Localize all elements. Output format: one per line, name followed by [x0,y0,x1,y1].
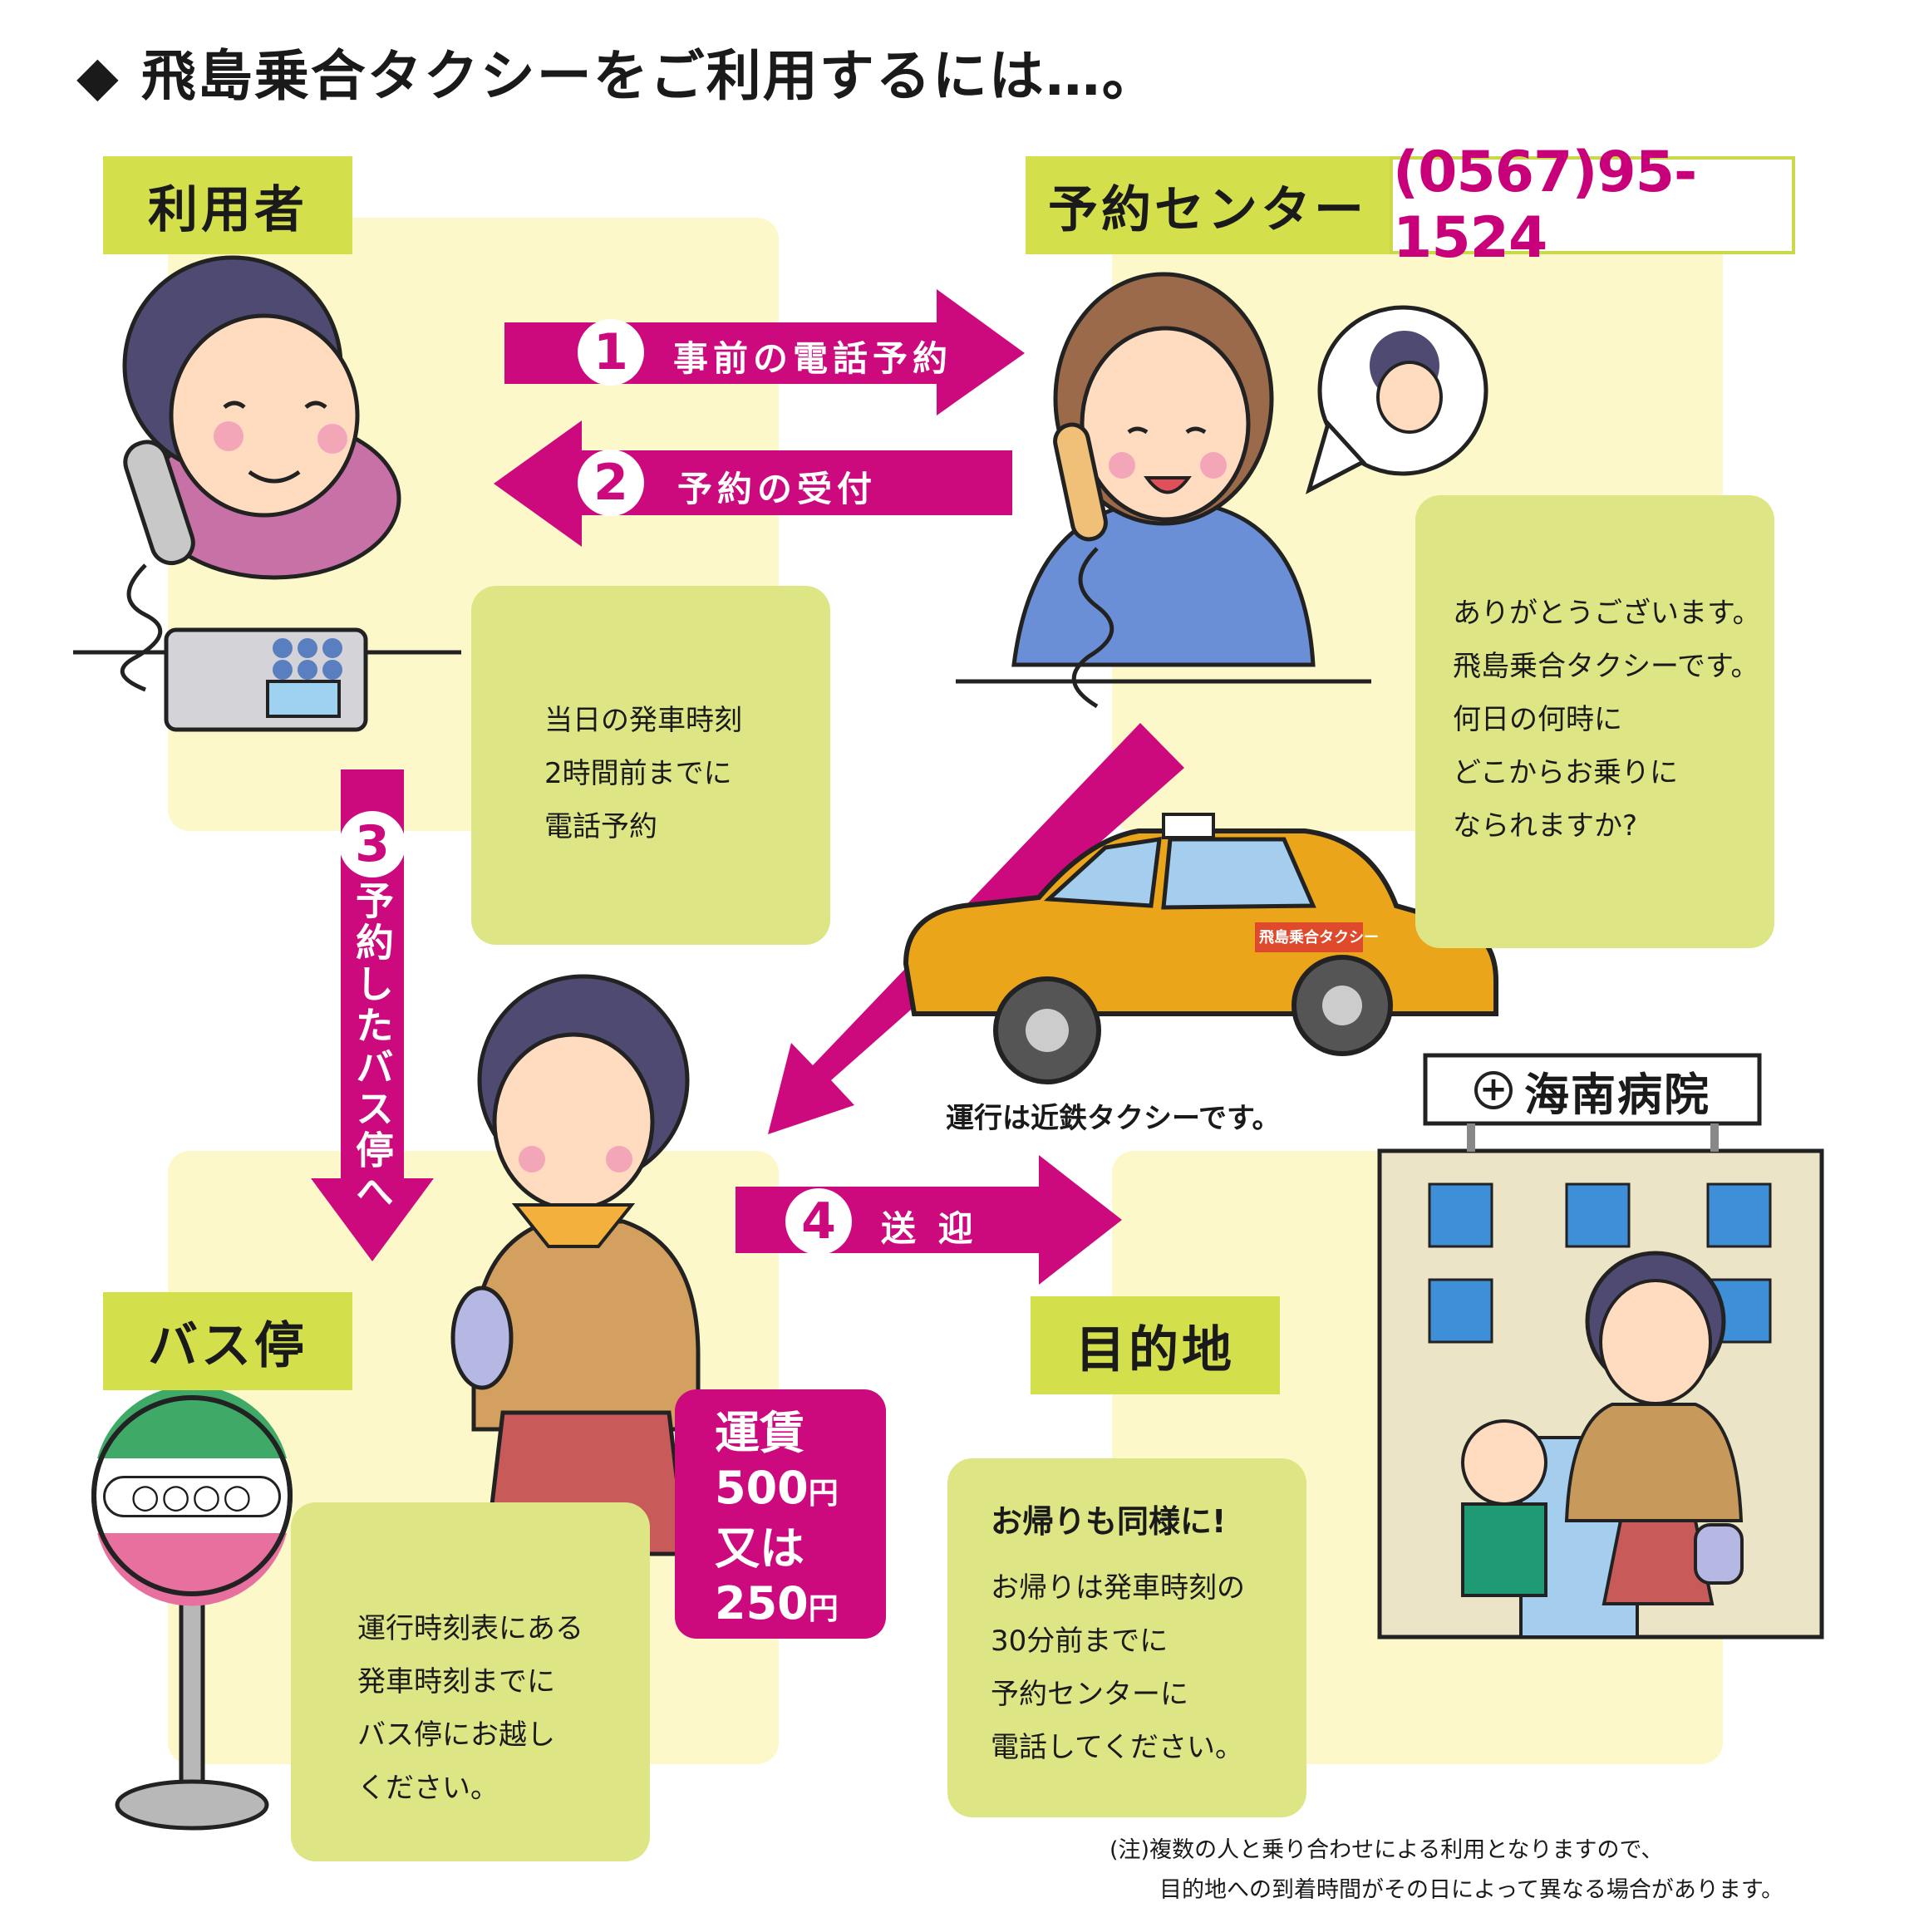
return-note-title: お帰りも同様に! [991,1495,1245,1548]
hospital-sign: + 海南病院 [1425,1057,1759,1123]
user-note-line: 電話予約 [544,800,742,853]
user-illustration [73,258,461,730]
taxi-door-text: 飛島乗合タクシー [1259,926,1379,947]
hospital-cross-icon: + [1474,1071,1513,1109]
step1-label: 事前の電話予約 [673,331,952,381]
busstop-note-line: 運行時刻表にある [357,1602,583,1655]
user-note-line: 当日の発車時刻 [544,694,742,747]
return-note-line: お帰りは発車時刻の [991,1561,1245,1615]
fare-amount-1-value: 500 [715,1462,809,1514]
center-note-line: どこからお乗りに [1453,746,1761,799]
taxi-illustration [906,814,1496,1082]
fare-yen-2: 円 [809,1592,839,1626]
step3-label-text: 予約したバス停へ [350,881,395,1213]
taxi-caption: 運行は近鉄タクシーです。 [946,1095,1281,1136]
center-note-line: ありがとうございます。 [1453,587,1761,640]
busstop-note-line: バス停にお越し [357,1708,583,1762]
step1-number: 1 [578,319,644,386]
step4-label: 送 迎 [881,1201,978,1251]
label-destination: 目的地 [1031,1296,1280,1394]
center-note-line: 飛島乗合タクシーです。 [1453,640,1761,693]
return-note-line: 予約センターに [991,1668,1245,1721]
operator-illustration [956,274,1486,706]
fare-amount-2-value: 250 [715,1577,809,1630]
step4-number: 4 [785,1188,852,1255]
user-note: 当日の発車時刻 2時間前までに 電話予約 [471,586,830,945]
return-note-line: 電話してください。 [991,1721,1245,1774]
label-busstop: バス停 [103,1292,352,1390]
fare-title: 運賃 [715,1406,886,1461]
footnote-line: 目的地への到着時間がその日によって異なる場合があります。 [1109,1871,1784,1910]
busstop-note-line: 発車時刻までに [357,1655,583,1708]
footnote-line: (注)複数の人と乗り合わせによる利用となりますので、 [1109,1831,1784,1871]
user-note-line: 2時間前までに [544,747,742,800]
center-note: ありがとうございます。 飛島乗合タクシーです。 何日の何時に どこからお乗りに … [1415,495,1774,948]
footnote: (注)複数の人と乗り合わせによる利用となりますので、 目的地への到着時間がその日… [1109,1831,1784,1910]
fare-amount-2: 250円 [715,1576,886,1637]
fare-amount-1: 500円 [715,1461,886,1522]
step2-number: 2 [578,450,644,516]
hospital-illustration [1380,1055,1822,1637]
step3-number: 3 [339,811,406,878]
step2-label: 予約の受付 [677,461,877,512]
busstop-note-line: ください。 [357,1762,583,1815]
hospital-name: 海南病院 [1524,1058,1710,1123]
label-center: 予約センター [1026,156,1390,254]
fare-yen-1: 円 [809,1477,839,1511]
center-note-line: 何日の何時に [1453,693,1761,746]
busstop-note: 運行時刻表にある 発車時刻までに バス停にお越し ください。 [291,1502,650,1861]
return-note-line: 30分前までに [991,1615,1245,1668]
label-user: 利用者 [103,156,352,254]
busstop-sign-text: ○○○○ [103,1476,281,1517]
fare-badge: 運賃 500円 又は 250円 [675,1389,886,1639]
fare-or: 又は [715,1522,886,1576]
step3-label: 予約したバス停へ [347,881,397,1222]
bus-stop-sign-illustration [94,1385,290,1828]
center-note-line: なられますか? [1453,799,1761,853]
center-phone-number: (0567)95-1524 [1390,156,1795,254]
return-note: お帰りも同様に! お帰りは発車時刻の 30分前までに 予約センターに 電話してく… [947,1458,1306,1817]
